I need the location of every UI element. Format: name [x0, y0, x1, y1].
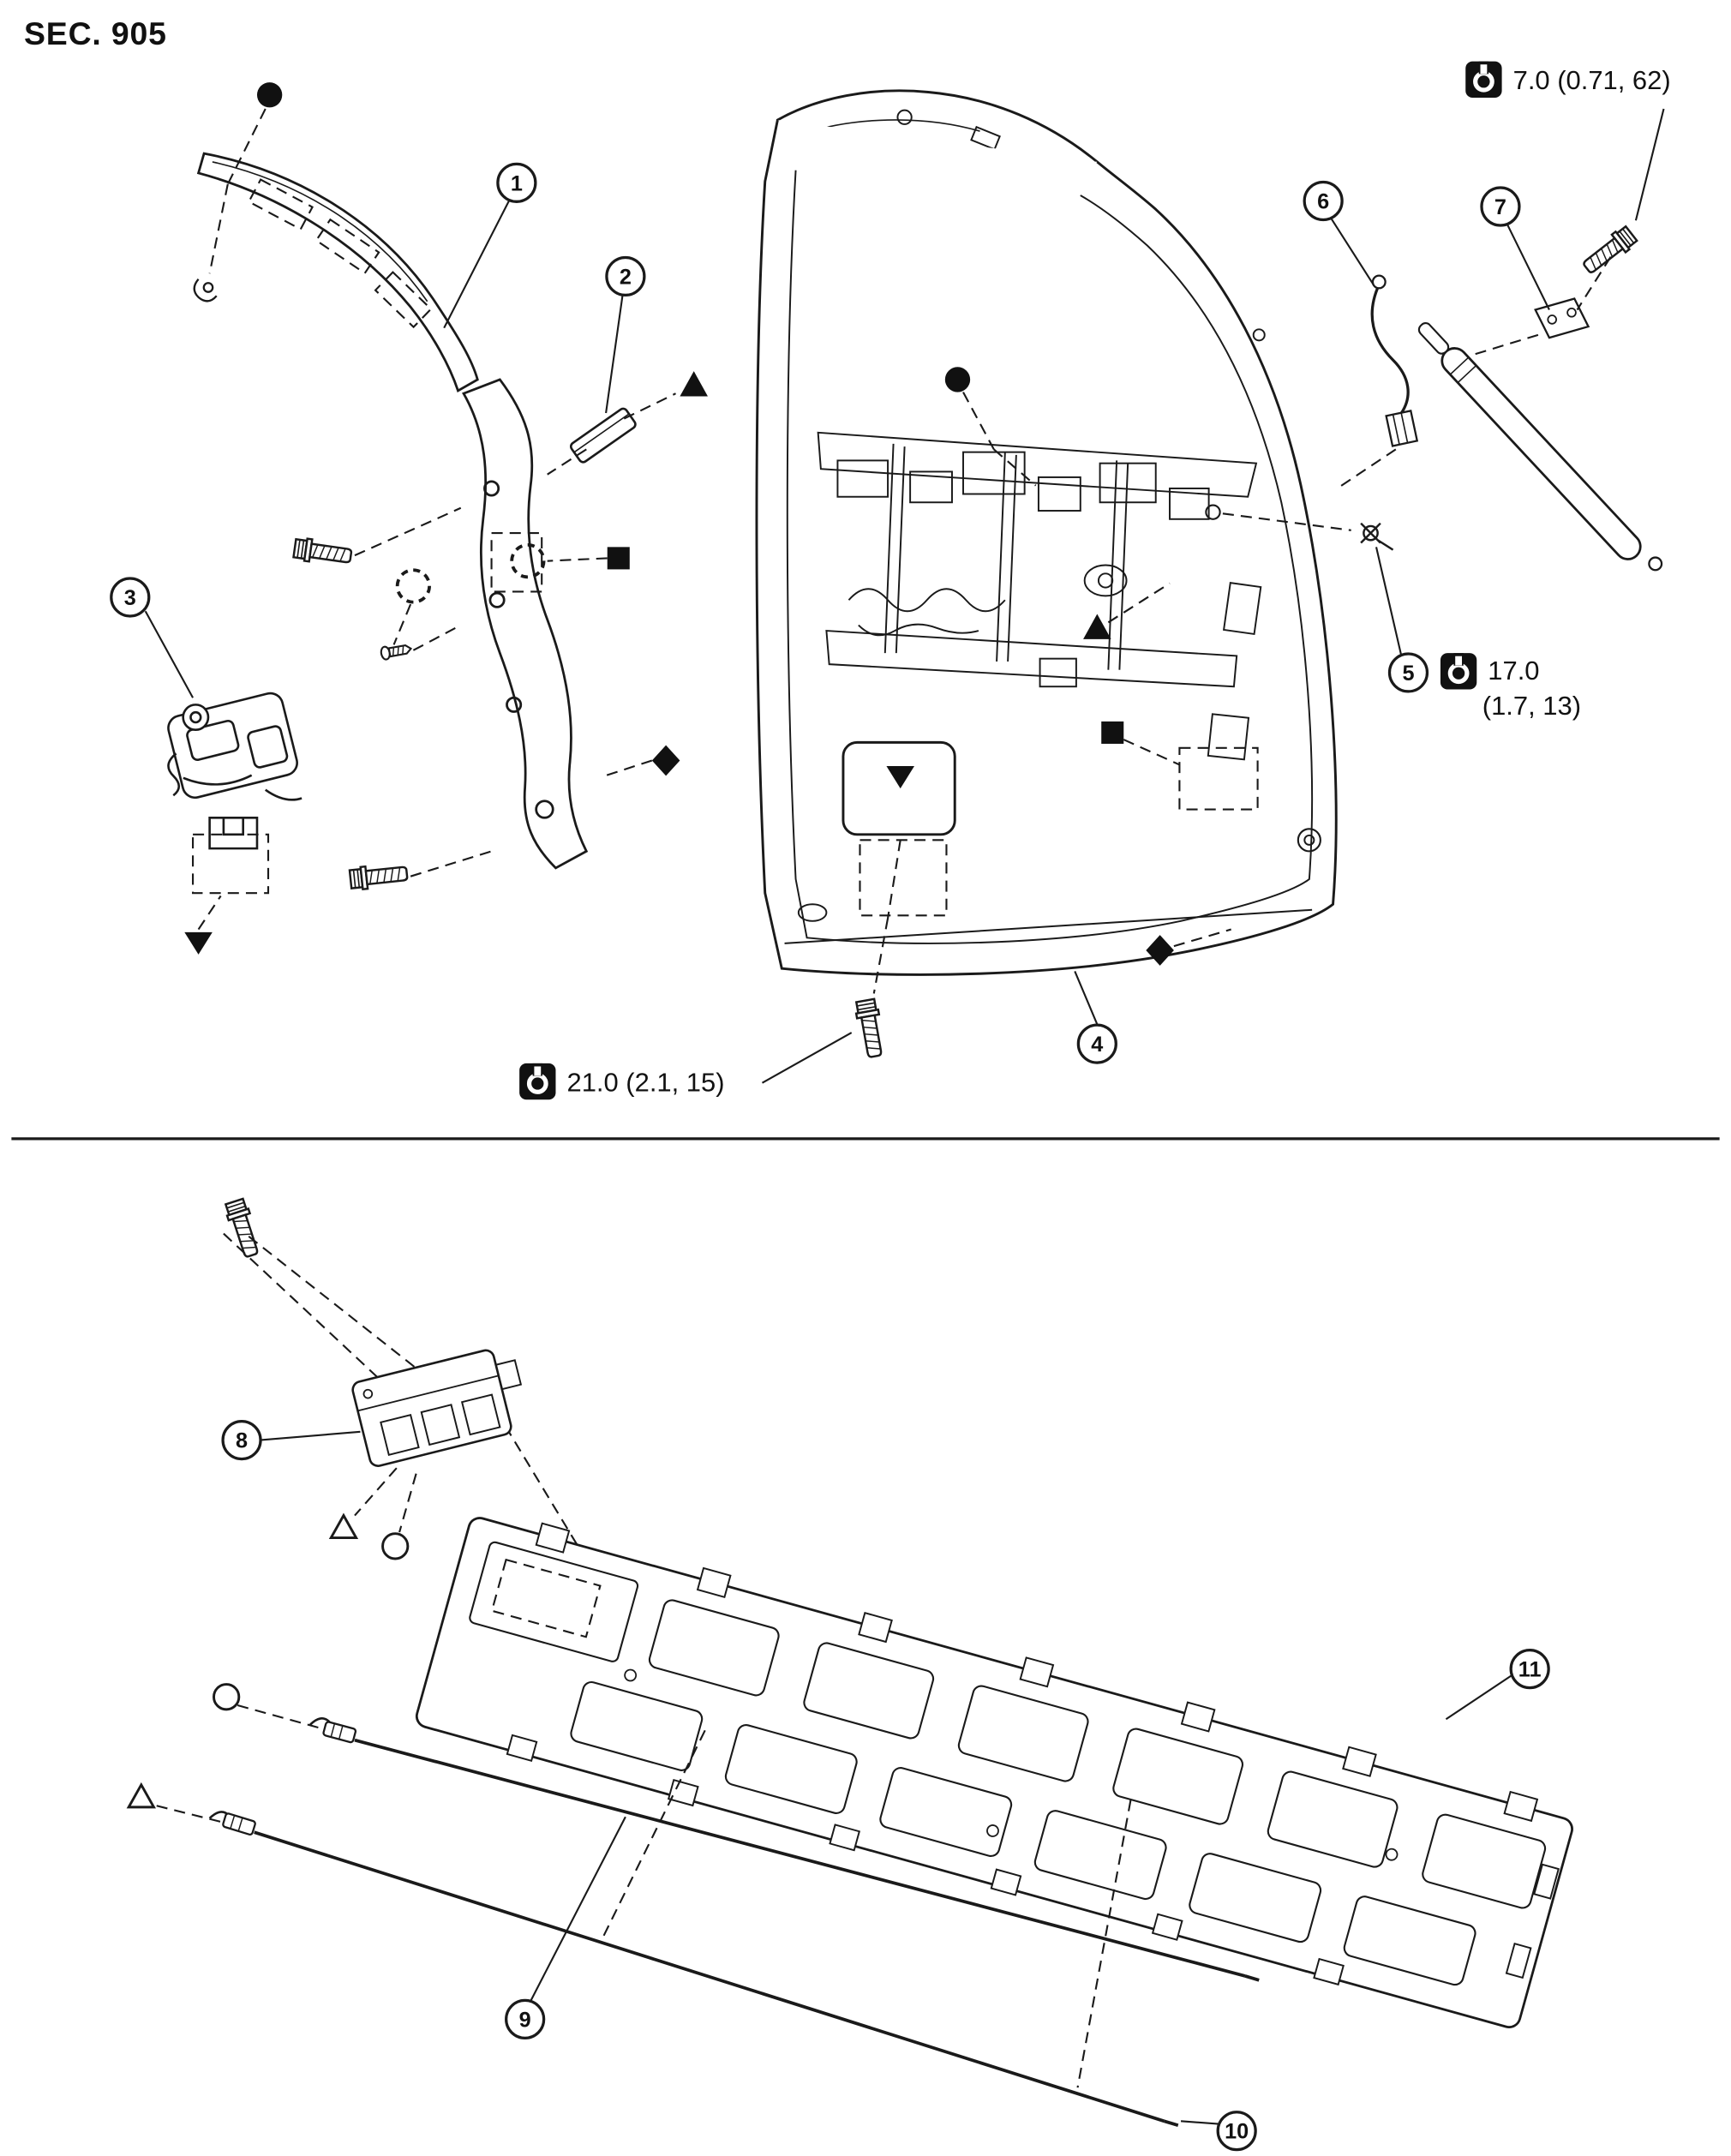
dashed-line-bolt2 — [410, 850, 492, 877]
dashed-line-tri-down-left — [197, 895, 222, 931]
dashed-line-tri-up-door — [1107, 582, 1171, 624]
filled-circle-marker-door — [944, 367, 971, 392]
torque-spec-2-text: 17.0 — [1488, 656, 1539, 686]
upper-diagram-back-door: SEC. 905 — [24, 15, 1671, 1099]
torque-spec-1: 7.0 (0.71, 62) — [1465, 62, 1671, 221]
leader-spec-1 — [1634, 108, 1665, 221]
dashed-line-clip5 — [1222, 512, 1351, 531]
part1-side-trim-panel — [461, 378, 589, 870]
part9-cable — [308, 1717, 1260, 1982]
svg-text:2: 2 — [620, 265, 632, 289]
svg-text:6: 6 — [1317, 189, 1329, 213]
bolt-trim-upper — [291, 536, 354, 569]
part10-cable — [208, 1811, 1179, 2127]
lower-diagram-finisher: 8 9 10 11 — [126, 1196, 1573, 2152]
torque-spec-3-text: 21.0 (2.1, 15) — [567, 1067, 725, 1097]
svg-text:8: 8 — [236, 1429, 248, 1453]
dashed-line-to-bolt4 — [872, 840, 901, 994]
open-circle-marker-part8 — [381, 1532, 410, 1560]
wrench-icon — [1441, 653, 1476, 689]
filled-square-marker-door — [1101, 721, 1124, 744]
dashed-rect-lock — [192, 833, 270, 895]
filled-diamond-marker-left — [651, 745, 680, 776]
filled-circle-marker-left — [256, 82, 283, 108]
dashed-rect-door — [1178, 746, 1259, 811]
part2-spacer — [547, 392, 676, 476]
dashed-line-diamond-door — [1173, 928, 1231, 948]
dashed-line-diamond-left — [600, 759, 653, 779]
open-circle-marker-cable9 — [213, 1683, 241, 1711]
torque-spec-1-text: 7.0 (0.71, 62) — [1513, 65, 1671, 95]
callout-9: 9 — [505, 1816, 626, 2040]
part1-weatherstrip — [196, 152, 479, 393]
dashed-line-circle-cable9 — [237, 1704, 319, 1729]
svg-text:7: 7 — [1494, 195, 1506, 219]
part8-control-unit — [351, 1349, 523, 1467]
callout-3: 3 — [110, 577, 195, 698]
torque-spec-3: 21.0 (2.1, 15) — [519, 1032, 853, 1099]
part7-gas-stay — [1417, 297, 1663, 572]
filled-triangle-up-marker-left — [680, 371, 708, 397]
screw-trim — [379, 641, 413, 662]
svg-text:1: 1 — [511, 171, 523, 195]
section-title: SEC. 905 — [24, 15, 167, 51]
part6-harness — [1370, 274, 1419, 447]
wrench-icon — [1465, 62, 1501, 98]
dashed-line-square-door — [1123, 739, 1180, 766]
svg-text:11: 11 — [1518, 1658, 1542, 1682]
filled-triangle-down-marker-left — [184, 931, 213, 955]
callout-5: 5 — [1375, 547, 1429, 693]
svg-text:4: 4 — [1091, 1033, 1103, 1057]
dashed-line-harness — [1336, 448, 1397, 489]
svg-text:5: 5 — [1402, 662, 1414, 686]
svg-text:9: 9 — [519, 2008, 531, 2032]
dashed-line-bolt1 — [354, 506, 462, 557]
svg-text:10: 10 — [1225, 2120, 1249, 2144]
bolt-control-unit — [222, 1196, 264, 1261]
dashed-circle-grommet-2 — [510, 543, 546, 579]
part5-clip — [1360, 522, 1394, 551]
bolt-lock — [348, 861, 410, 892]
callout-4: 4 — [1074, 971, 1117, 1064]
door-inner-structure — [817, 431, 1258, 688]
callout-7: 7 — [1480, 186, 1550, 310]
part4-back-door-assembly — [755, 89, 1338, 976]
dashed-line-screw — [392, 603, 462, 651]
filled-triangle-up-marker-door — [1083, 614, 1111, 639]
leader-spec-3 — [761, 1032, 853, 1084]
callout-1: 1 — [443, 162, 537, 329]
dashed-line-circle-marker — [208, 108, 267, 274]
callout-10: 10 — [1180, 2111, 1257, 2152]
dashed-circle-grommet-1 — [395, 568, 431, 604]
dashed-line-stay — [1473, 256, 1612, 356]
filled-triangle-down-marker-door — [886, 766, 914, 789]
door-recess-panel — [842, 740, 956, 836]
small-clip-part — [193, 278, 218, 302]
bolt-stay — [1578, 224, 1639, 278]
dashed-line-cable-routing — [602, 1729, 1132, 2088]
torque-spec-2-text2: (1.7, 13) — [1482, 691, 1581, 721]
bolt-door-lower — [853, 997, 888, 1060]
callout-2: 2 — [605, 255, 646, 414]
callout-11: 11 — [1445, 1649, 1550, 1721]
filled-diamond-marker-door — [1146, 935, 1174, 966]
svg-text:3: 3 — [124, 586, 136, 610]
dashed-line-part8-markers — [354, 1467, 417, 1533]
torque-spec-2: 17.0 (1.7, 13) — [1441, 653, 1581, 721]
part11-finisher-panel — [415, 1517, 1573, 2028]
open-triangle-marker-cable10 — [126, 1782, 156, 1809]
dashed-rect-trim — [490, 532, 543, 593]
part3-lock-assembly — [167, 692, 302, 850]
filled-square-marker-left — [607, 547, 630, 570]
dashed-line-triangle-cable10 — [156, 1805, 225, 1824]
dashed-rect-door-bottom — [859, 839, 948, 917]
dashed-line-circle-door — [962, 392, 1037, 487]
callout-8: 8 — [221, 1419, 361, 1461]
callout-6: 6 — [1303, 180, 1375, 285]
open-triangle-marker-part8 — [328, 1512, 359, 1540]
dashed-line-bolt5 — [223, 1232, 588, 1561]
wrench-icon — [519, 1063, 555, 1099]
dashed-line-square-left — [547, 557, 608, 562]
